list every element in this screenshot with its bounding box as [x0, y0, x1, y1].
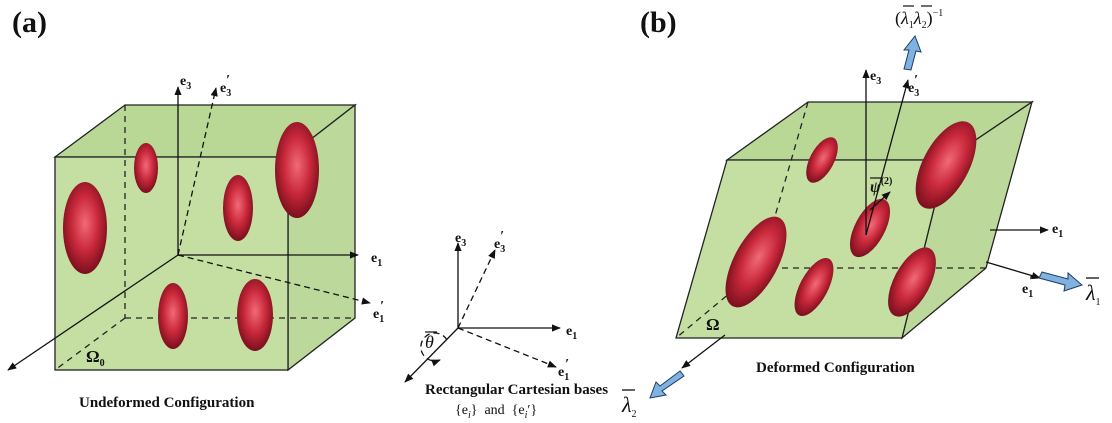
label-e3: e3	[180, 74, 191, 92]
label-lambda2: λ2	[621, 392, 637, 420]
panel-b: (b) e3 e3′ e1 e1′ Ω ψ(2)	[621, 5, 1101, 420]
caption-undeformed: Undeformed Configuration	[79, 395, 255, 411]
inclusion	[888, 247, 936, 317]
axis-e3-prime-deformed	[865, 79, 910, 236]
base-axis-e1-prime	[457, 327, 557, 368]
inclusion	[158, 283, 188, 349]
label-e1-deformed: e1	[1052, 222, 1063, 240]
panel-a-tag: (a)	[12, 6, 47, 39]
label-lambda1: λ1	[1085, 280, 1101, 308]
base-label-e3: e3	[455, 231, 466, 249]
panel-a: (a) e3 e3′ e1 e1′ Ω0 Undeformed Configur…	[7, 6, 384, 411]
hidden-edge	[54, 317, 126, 371]
inclusion	[223, 175, 253, 241]
label-e1: e1	[371, 251, 382, 269]
inclusion	[275, 122, 319, 218]
label-top-stretch: (λ1λ2)−1	[895, 8, 943, 31]
stretch-arrow-lambda2	[649, 370, 685, 399]
psi-arrow	[869, 191, 891, 211]
inclusion	[134, 143, 158, 193]
theta-arc	[420, 332, 448, 367]
base-label-e1: e1	[566, 324, 577, 342]
base-axis-e2	[404, 327, 459, 383]
label-psi: ψ(2)	[870, 176, 892, 196]
caption-deformed: Deformed Configuration	[756, 360, 915, 376]
label-e3-deformed: e3	[870, 69, 881, 87]
inclusion	[237, 279, 273, 351]
stretch-arrow-top	[902, 34, 922, 71]
inclusion	[806, 137, 838, 183]
panel-b-tag: (b)	[640, 6, 677, 39]
hidden-edge	[675, 267, 761, 339]
bases-caption-line2: {ei} and {ei′}	[455, 403, 537, 421]
base-label-e1-prime: e1′	[558, 357, 569, 383]
label-e3-prime: e3′	[220, 73, 231, 99]
base-label-e3-prime: e3′	[494, 229, 505, 255]
inclusion	[63, 182, 107, 274]
label-omega: Ω	[706, 315, 720, 334]
label-e3-prime-deformed: e3′	[908, 73, 919, 99]
stretch-arrow-lambda1	[1038, 271, 1083, 292]
axis-e1-prime-deformed	[985, 261, 1041, 280]
label-e1-prime: e1′	[373, 299, 384, 325]
inclusion	[915, 121, 977, 209]
inclusion	[794, 257, 834, 317]
label-e1-prime-deformed: e1′	[1022, 274, 1033, 300]
bases-caption-line1: Rectangular Cartesian bases	[425, 382, 608, 398]
axis-e2	[7, 254, 179, 371]
inclusion	[849, 198, 891, 258]
bases-diagram: e3 e3′ e1 e1′ θ Rectangular Cartesian ba…	[404, 229, 608, 421]
axis-e2-deformed	[681, 334, 726, 369]
label-omega-0: Ω0	[86, 347, 105, 369]
inclusion	[725, 216, 787, 308]
axis-e1-prime	[177, 254, 371, 305]
axis-e3-prime	[177, 87, 218, 256]
base-axis-e3-prime	[457, 249, 496, 329]
theta-label: θ	[425, 332, 434, 352]
